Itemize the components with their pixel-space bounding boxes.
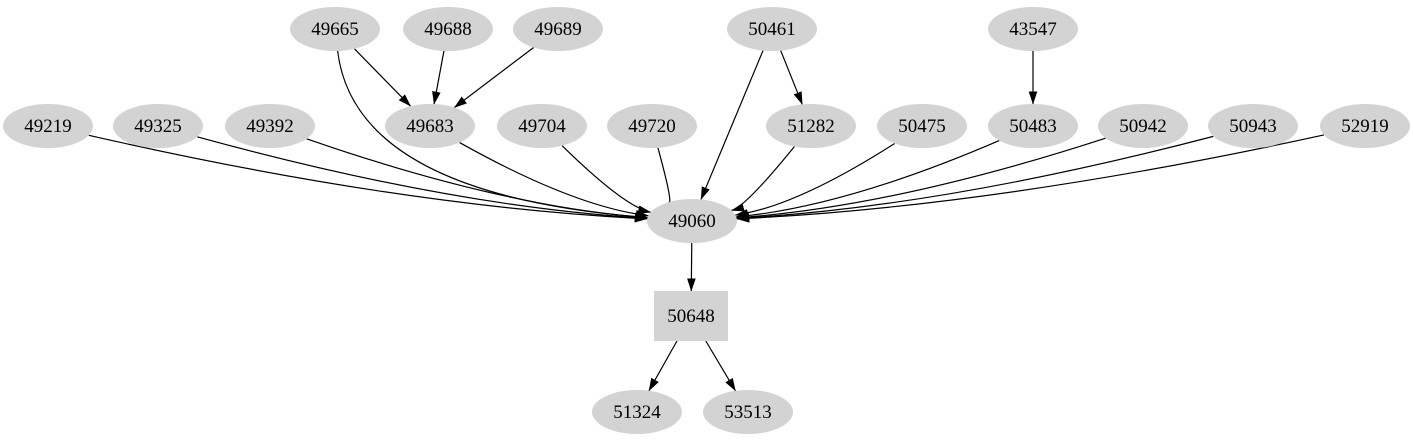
node-49665: 49665: [290, 7, 380, 51]
node-51282: 51282: [766, 104, 856, 148]
edge-50648-51324: [648, 340, 678, 392]
edge-49325-49060: [197, 136, 648, 222]
node-ellipse-shape: [3, 104, 93, 148]
node-ellipse-shape: [1208, 104, 1298, 148]
node-label: 51324: [613, 402, 661, 423]
node-label: 43547: [1009, 19, 1057, 40]
node-50942: 50942: [1098, 104, 1188, 148]
node-label: 49688: [424, 19, 472, 40]
node-ellipse-shape: [592, 390, 682, 434]
node-label: 53513: [724, 402, 772, 423]
node-label: 49704: [518, 116, 566, 137]
node-50483: 50483: [988, 104, 1078, 148]
edge-50483-49060: [735, 139, 1000, 221]
edge-49704-49060: [561, 145, 652, 214]
node-52919: 52919: [1320, 104, 1410, 148]
node-ellipse-shape: [513, 7, 603, 51]
node-49689: 49689: [513, 7, 603, 51]
node-ellipse-shape: [647, 199, 737, 243]
node-50475: 50475: [877, 104, 967, 148]
node-ellipse-shape: [225, 104, 315, 148]
node-53513: 53513: [703, 390, 793, 434]
node-49704: 49704: [497, 104, 587, 148]
edge-50461-49060: [700, 50, 764, 200]
node-50648: 50648: [654, 291, 728, 341]
node-box-shape: [654, 291, 728, 341]
node-label: 50942: [1119, 116, 1167, 137]
node-label: 49720: [628, 116, 676, 137]
node-ellipse-shape: [988, 104, 1078, 148]
edge-49683-49060: [459, 142, 649, 219]
node-49688: 49688: [403, 7, 493, 51]
node-ellipse-shape: [727, 7, 817, 51]
node-ellipse-shape: [113, 104, 203, 148]
node-label: 50648: [667, 306, 715, 327]
node-ellipse-shape: [703, 390, 793, 434]
node-label: 49219: [24, 116, 72, 137]
edge-49392-49060: [306, 138, 649, 222]
edge-51282-49060: [731, 146, 795, 212]
edge-49060-50648: [687, 242, 696, 292]
node-49219: 49219: [3, 104, 93, 148]
node-49060: 49060: [647, 199, 737, 243]
edge-50461-51282: [780, 50, 803, 105]
edge-50942-49060: [736, 137, 1106, 222]
node-50461: 50461: [727, 7, 817, 51]
node-49720: 49720: [607, 104, 697, 148]
node-51324: 51324: [592, 390, 682, 434]
node-50943: 50943: [1208, 104, 1298, 148]
edge-49219-49060: [88, 134, 648, 223]
node-ellipse-shape: [290, 7, 380, 51]
node-label: 49665: [311, 19, 359, 40]
node-label: 49060: [668, 211, 716, 232]
edge-52919-49060: [736, 134, 1325, 223]
edge-49689-49683: [453, 47, 534, 108]
node-label: 49325: [134, 116, 182, 137]
node-ellipse-shape: [403, 7, 493, 51]
node-label: 49683: [406, 116, 454, 137]
edge-50648-53513: [705, 340, 736, 392]
node-49392: 49392: [225, 104, 315, 148]
node-label: 49689: [534, 19, 582, 40]
edge-49688-49683: [432, 50, 445, 105]
node-label: 52919: [1341, 116, 1389, 137]
node-43547: 43547: [988, 7, 1078, 51]
edge-49665-49683: [354, 48, 411, 107]
node-49325: 49325: [113, 104, 203, 148]
node-ellipse-shape: [385, 104, 475, 148]
node-ellipse-shape: [988, 7, 1078, 51]
edge-49720-49060: [657, 147, 681, 214]
node-label: 51282: [787, 116, 835, 137]
node-ellipse-shape: [766, 104, 856, 148]
node-label: 50483: [1009, 116, 1057, 137]
node-49683: 49683: [385, 104, 475, 148]
edge-50943-49060: [736, 135, 1214, 223]
node-label: 50475: [898, 116, 946, 137]
node-ellipse-shape: [497, 104, 587, 148]
node-ellipse-shape: [607, 104, 697, 148]
node-ellipse-shape: [877, 104, 967, 148]
node-label: 50943: [1229, 116, 1277, 137]
edge-50475-49060: [734, 142, 895, 218]
node-label: 50461: [748, 19, 796, 40]
node-label: 49392: [246, 116, 294, 137]
node-ellipse-shape: [1098, 104, 1188, 148]
node-ellipse-shape: [1320, 104, 1410, 148]
